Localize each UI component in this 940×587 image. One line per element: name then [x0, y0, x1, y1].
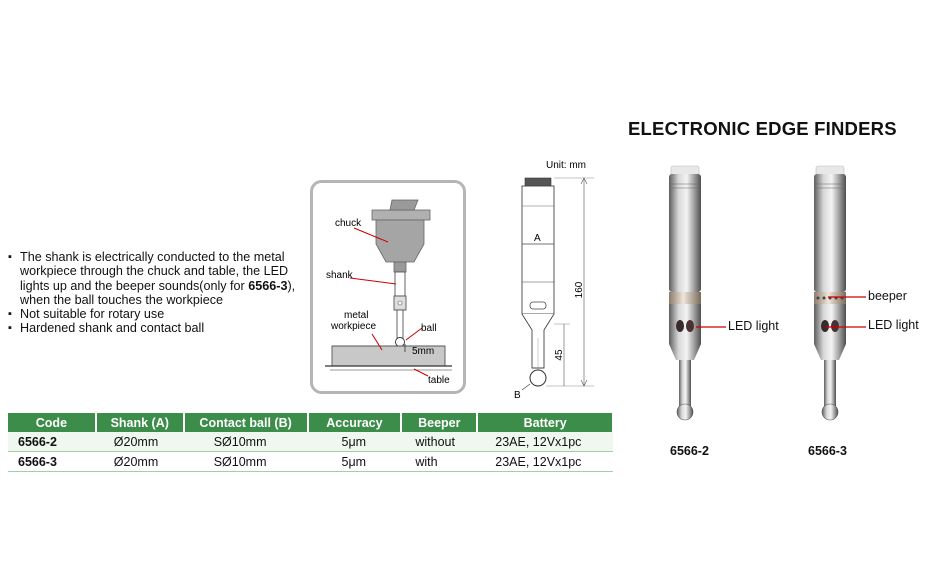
usage-diagram: chuck shank metal workpiece ball 5mm tab… — [310, 180, 466, 394]
led-light-label-6566-3: LED light — [868, 318, 919, 332]
table-row: 6566-2 Ø20mm SØ10mm 5μm without 23AE, 12… — [8, 432, 613, 452]
ball-label: ball — [421, 323, 437, 334]
length-dimension: 160 — [574, 281, 585, 298]
workpiece-label: workpiece — [330, 321, 376, 332]
callout-lines — [696, 296, 866, 328]
edge-finder-6566-2-image — [669, 165, 701, 421]
shank-dimension-label: A — [534, 233, 541, 244]
spec-table: Code Shank (A) Contact ball (B) Accuracy… — [8, 413, 614, 472]
table-header-row: Code Shank (A) Contact ball (B) Accuracy… — [8, 413, 614, 432]
feature-item: The shank is electrically conducted to t… — [8, 250, 308, 307]
code-cell: 6566-2 — [8, 432, 96, 452]
column-header: Beeper — [401, 413, 479, 432]
column-header: Code — [8, 413, 97, 432]
dimension-drawing: Unit: mm A B 160 45 — [514, 160, 594, 401]
column-header: Contact ball (B) — [183, 413, 309, 432]
chuck-label: chuck — [335, 218, 362, 229]
column-header: Shank (A) — [95, 413, 185, 432]
code-cell: 6566-3 — [8, 451, 96, 472]
table-row: 6566-3 Ø20mm SØ10mm 5μm with 23AE, 12Vx1… — [8, 451, 613, 472]
led-light-label-6566-2: LED light — [728, 319, 779, 333]
product-code-6566-2: 6566-2 — [670, 444, 709, 458]
column-header: Battery — [477, 413, 614, 432]
column-header: Accuracy — [307, 413, 403, 432]
gap-label: 5mm — [412, 346, 434, 357]
page-title: ELECTRONIC EDGE FINDERS — [628, 118, 897, 139]
feature-list: The shank is electrically conducted to t… — [8, 250, 308, 336]
table-label: table — [428, 375, 450, 386]
beeper-label-6566-3: beeper — [868, 289, 907, 303]
ball-dimension-label: B — [514, 390, 521, 401]
product-code-6566-3: 6566-3 — [808, 444, 847, 458]
edge-finder-6566-3-image — [814, 165, 846, 421]
feature-item: Hardened shank and contact ball — [8, 321, 308, 336]
tip-length-dimension: 45 — [554, 349, 565, 361]
unit-label: Unit: mm — [546, 160, 586, 171]
metal-label: metal — [344, 310, 368, 321]
feature-item: Not suitable for rotary use — [8, 307, 308, 322]
shank-label: shank — [326, 270, 354, 281]
